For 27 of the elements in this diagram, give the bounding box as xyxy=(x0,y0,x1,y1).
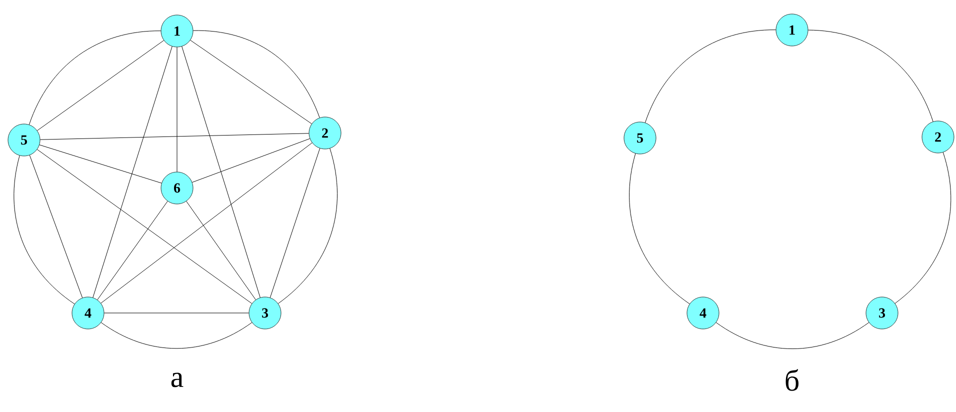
arc-edge xyxy=(629,153,690,304)
arc-edge xyxy=(100,322,252,349)
line-edge xyxy=(270,148,320,298)
line-edge xyxy=(29,154,83,298)
arc-edge xyxy=(808,30,934,122)
arc-edge xyxy=(894,152,952,304)
arc-edge xyxy=(716,322,870,350)
line-edge xyxy=(176,46,178,172)
panel-label: б xyxy=(786,369,798,391)
line-edge xyxy=(100,142,312,304)
arc-edge xyxy=(192,30,320,118)
line-edge xyxy=(97,200,168,300)
line-edge xyxy=(182,46,260,298)
arc-edge xyxy=(644,30,776,123)
line-edge xyxy=(36,149,252,304)
line-edge xyxy=(36,40,164,131)
line-edge xyxy=(39,144,162,184)
arc-edge xyxy=(28,30,162,125)
line-edge xyxy=(192,138,310,183)
line-edge xyxy=(104,312,250,314)
line-edge xyxy=(186,201,256,300)
line-edge xyxy=(40,133,310,140)
line-edge xyxy=(190,40,312,124)
arc-edge xyxy=(278,148,338,304)
line-edge xyxy=(92,46,172,298)
panel-label: а xyxy=(171,372,184,388)
arc-edge xyxy=(14,155,75,304)
